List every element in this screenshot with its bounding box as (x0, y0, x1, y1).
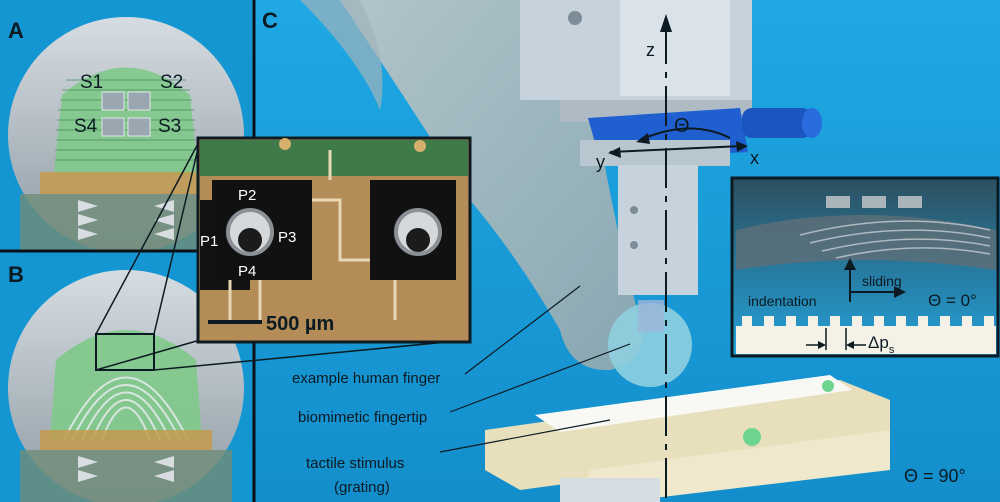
panel-a-letter: A (8, 18, 24, 43)
inset-sliding-label: sliding (862, 273, 902, 289)
label-biomimetic-fingertip: biomimetic fingertip (298, 409, 427, 426)
label-angle-90: Θ = 90° (904, 466, 966, 486)
inset-angle-label: Θ = 0° (928, 291, 977, 310)
theta-arc (639, 127, 731, 141)
stage-platform (485, 380, 890, 490)
inset-indentation-label: indentation (748, 293, 817, 309)
point-label-p4: P4 (238, 263, 256, 280)
axis-theta-label: Θ (674, 115, 690, 137)
panel-b-zoom-box (95, 333, 155, 371)
sliding-inset: sliding indentation Θ = 0° Δps (730, 176, 1000, 358)
inset-delta-label: Δps (868, 333, 895, 356)
inset-delta-main: Δp (868, 333, 889, 352)
label-example-human-finger: example human finger (292, 370, 440, 387)
panel-c: z x y Θ C (262, 0, 890, 502)
axis-y-label: y (596, 152, 605, 172)
zoom-leader-lines (95, 139, 469, 371)
panel-a-green-pad (54, 67, 198, 175)
sensor-label-s2: S2 (160, 72, 183, 93)
tactile-grating (535, 375, 852, 432)
label-tactile-stimulus: tactile stimulus (306, 455, 404, 472)
inset-grating (736, 326, 996, 354)
motor-barrel (742, 108, 812, 138)
stage-knob (743, 428, 761, 446)
inset-delta-sub: s (889, 344, 895, 356)
panel-a: A S1 S2 S4 S3 (0, 0, 252, 253)
zoom-inset: P2 P1 P3 P4 500 µm (196, 136, 472, 344)
axis-z-label: z (646, 40, 655, 60)
point-label-p1: P1 (200, 233, 218, 250)
panel-b-letter: B (8, 262, 24, 287)
label-grating: (grating) (334, 479, 390, 496)
sensor-label-s3: S3 (158, 116, 181, 137)
sensor-label-s1: S1 (80, 72, 103, 93)
apparatus-shaft (618, 165, 698, 295)
point-label-p2: P2 (238, 187, 256, 204)
panel-c-letter: C (262, 8, 278, 33)
point-label-p3: P3 (278, 229, 296, 246)
panel-b: B (0, 252, 252, 502)
label-leader-lines (439, 285, 631, 453)
sensor-label-s4: S4 (74, 116, 98, 137)
scale-bar-label: 500 µm (266, 313, 334, 335)
axis-x-label: x (750, 148, 759, 168)
panel-a-base (40, 172, 212, 194)
biomimetic-fingertip (608, 303, 692, 387)
x-axis-line (609, 145, 743, 153)
